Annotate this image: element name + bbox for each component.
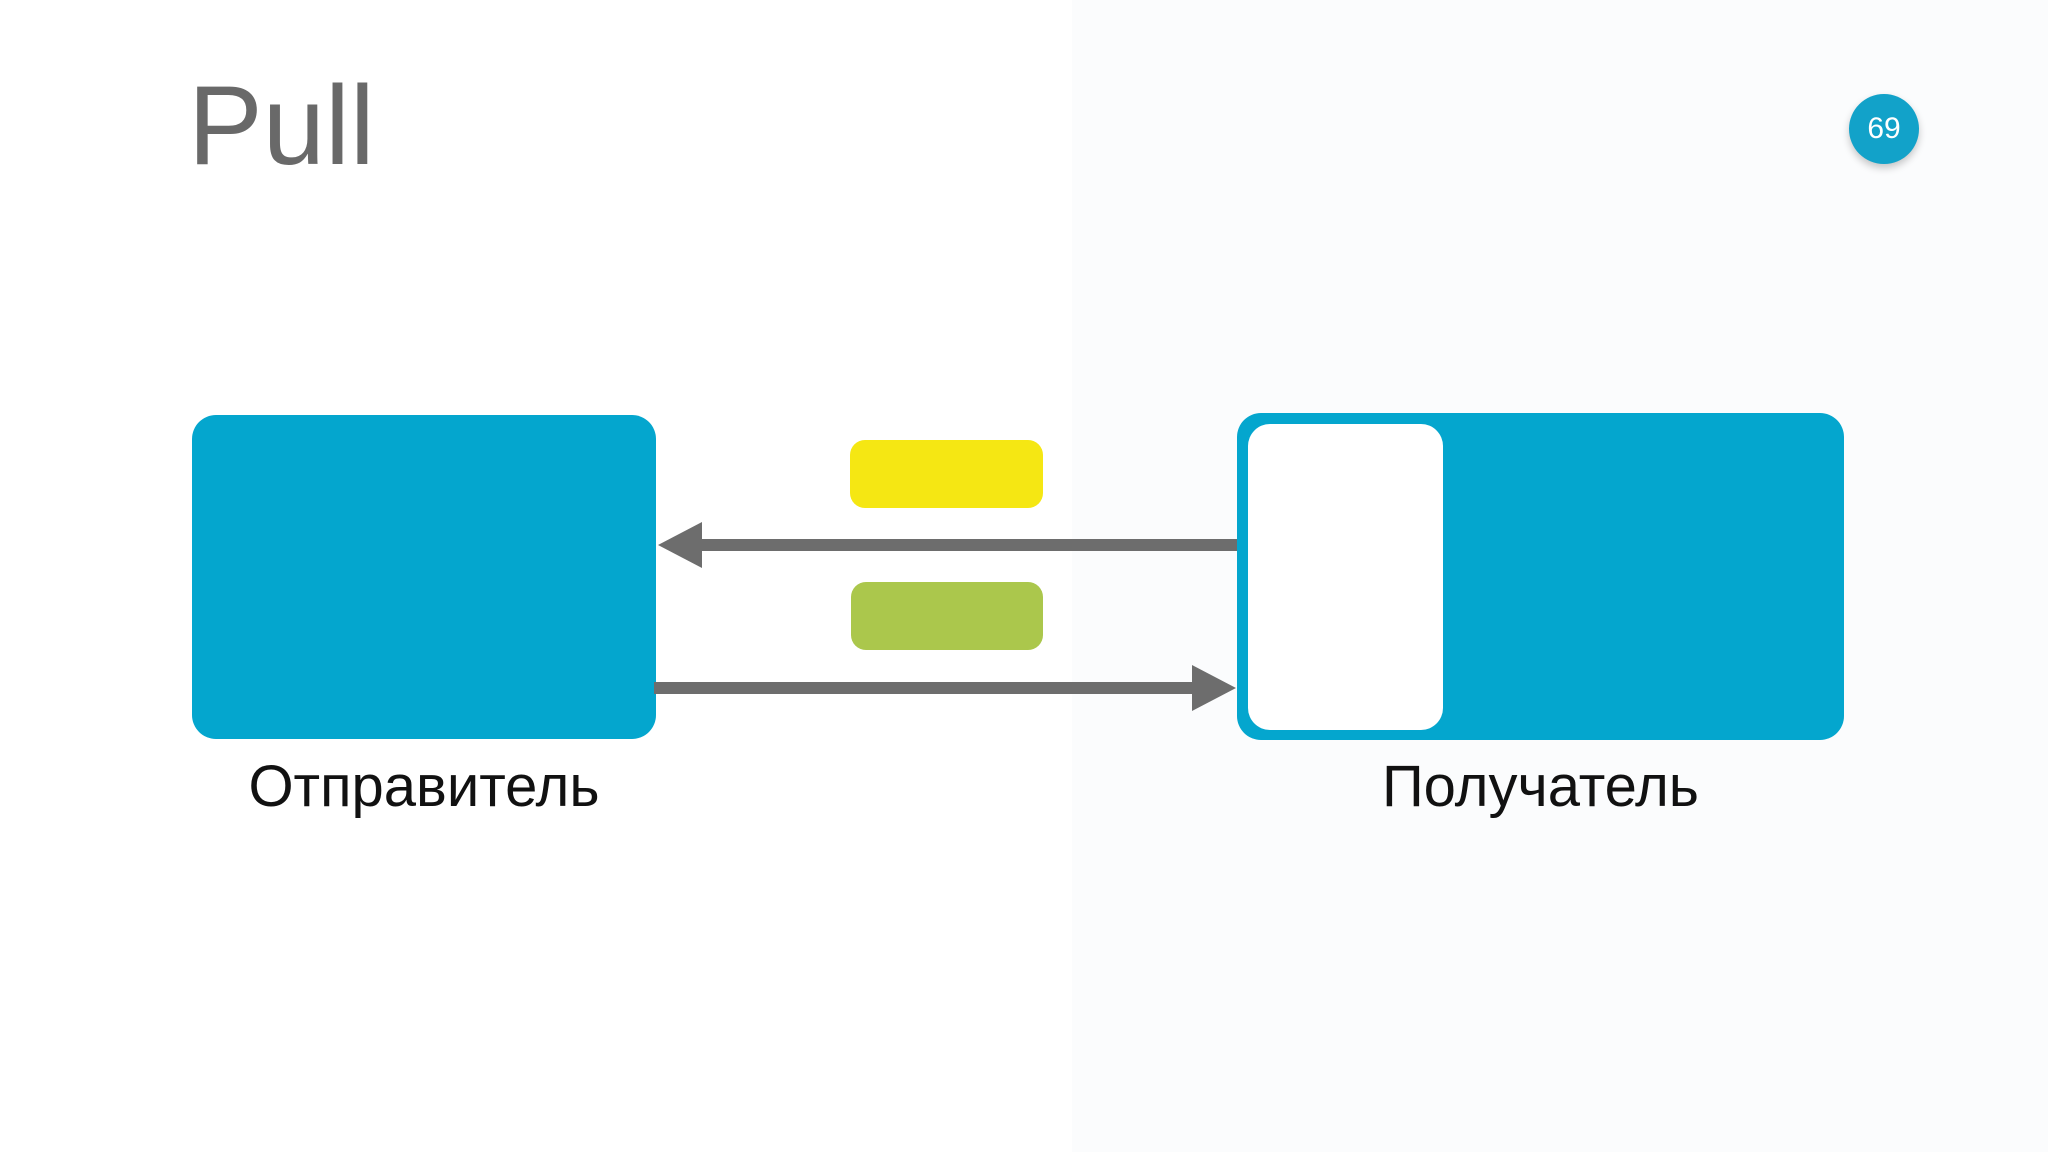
- request-arrowhead-left-icon: [658, 522, 702, 568]
- message-green: [851, 582, 1043, 650]
- message-yellow: [850, 440, 1043, 508]
- receiver-box: [1237, 413, 1844, 740]
- sender-box: [192, 415, 656, 739]
- delivery-arrowhead-right-icon: [1192, 665, 1236, 711]
- page-number: 69: [1867, 112, 1901, 145]
- receiver-label: Получатель: [1381, 754, 1700, 819]
- receiver-empty-slot: [1248, 424, 1443, 730]
- delivery-arrow-shaft: [654, 682, 1192, 694]
- request-arrow-shaft: [700, 539, 1237, 551]
- slide-title: Pull: [188, 63, 375, 188]
- sender-label: Отправитель: [248, 754, 600, 819]
- page-number-badge: 69: [1849, 94, 1919, 164]
